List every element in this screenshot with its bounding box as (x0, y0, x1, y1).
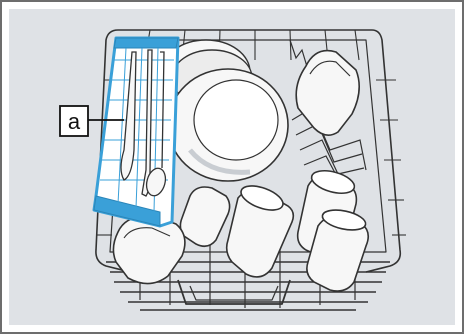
callout-label-a: a (68, 109, 81, 134)
cutlery-basket-top-rim (114, 38, 178, 48)
bowl (168, 69, 288, 181)
